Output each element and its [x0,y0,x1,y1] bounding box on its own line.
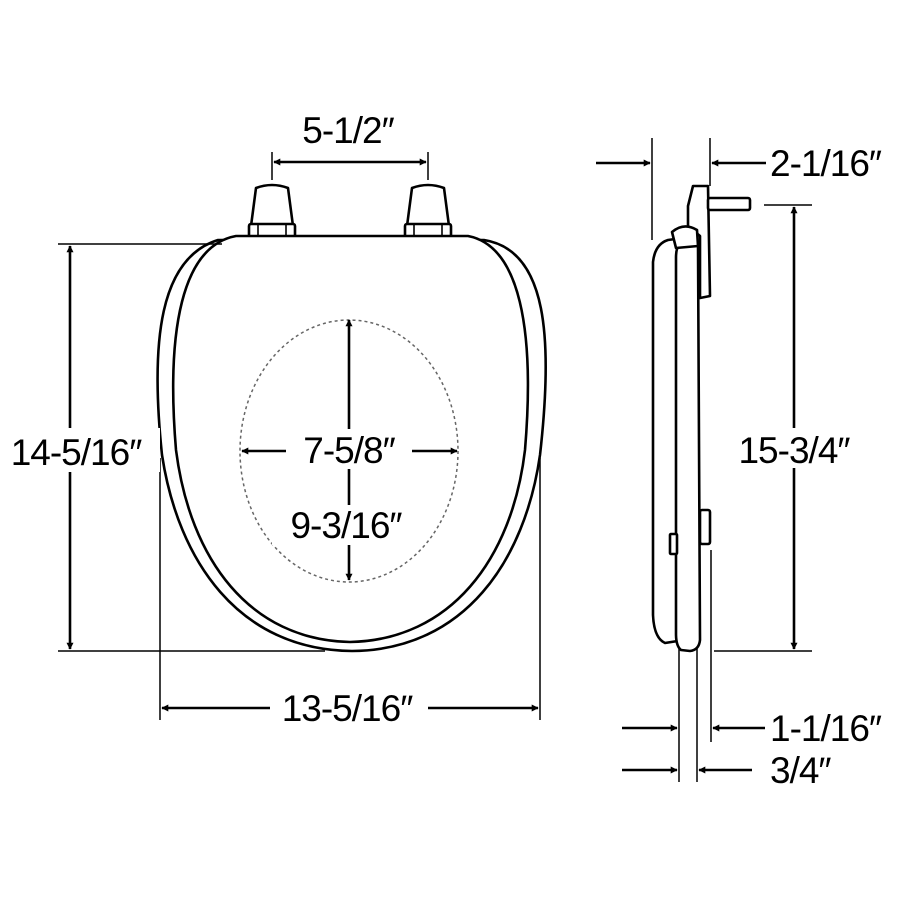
side-seat-ring [674,242,702,653]
seat-thickness-label: 3/4″ [770,750,831,791]
front-view: 5-1/2″ 14-5/16″ 13-5/16″ 7-5/8″ 9-3/16″ [0,110,548,729]
total-length-label: 15-3/4″ [738,430,850,471]
closed-thickness-label: 1-1/16″ [770,708,882,749]
side-bumper [698,508,712,546]
hinge-depth-label: 2-1/16″ [770,143,882,184]
side-view: 2-1/16″ 15-3/4″ 1-1/16″ 3/4″ [596,138,883,791]
opening-length-label: 9-3/16″ [290,505,402,546]
left-hinge-post [247,183,297,239]
side-hinge-bolt [706,196,752,212]
hinge-spacing-label: 5-1/2″ [302,110,394,151]
opening-width-label: 7-5/8″ [303,430,395,471]
overall-width-label: 13-5/16″ [282,688,413,729]
overall-length-label: 14-5/16″ [11,432,142,473]
right-hinge-post [403,183,453,239]
